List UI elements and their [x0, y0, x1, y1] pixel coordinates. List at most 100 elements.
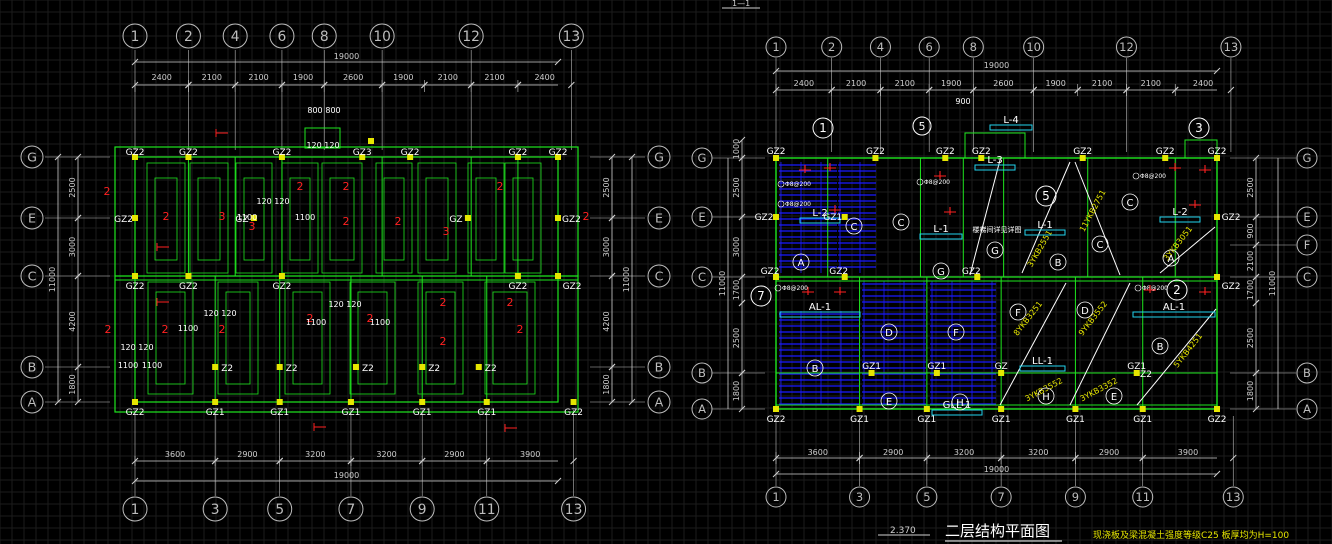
dim-bottom-4: 2900	[444, 450, 464, 459]
axis-bubble-left-G-label: G	[27, 150, 37, 165]
zone-circle-9	[947, 323, 965, 341]
dim-top-2: 2100	[895, 79, 915, 88]
column-E-mid2	[464, 215, 471, 221]
axis-bubble-left-E-circle	[20, 206, 44, 230]
axis-bubble-bottom-9-label: 9	[1072, 490, 1079, 504]
z2-label-2: Z2	[362, 364, 374, 374]
column-A	[419, 399, 426, 405]
col-label-A-4: GZ1	[413, 408, 432, 418]
dim-total-right: 11000	[1268, 271, 1277, 296]
axis-bubble-bottom-7-label: 7	[997, 490, 1004, 504]
dim-right-3: 1800	[602, 374, 611, 394]
room-frame-inner-top-7	[475, 177, 497, 261]
column-G	[1162, 155, 1169, 161]
dim-total-left: 11000	[48, 267, 57, 292]
zone-label-16: E	[1111, 392, 1117, 403]
axis-bubble-right-G-circle	[647, 145, 671, 169]
axis-bubble-left-A-label: A	[698, 402, 706, 416]
dim-total-top: 19000	[984, 61, 1009, 70]
axis-bubble-right-F-label: F	[1304, 238, 1311, 252]
col-label-A-4: GZ1	[1066, 415, 1085, 425]
col-label-A-5: GZ1	[477, 408, 496, 418]
dim-top-3: 1900	[293, 73, 313, 82]
axis-bubble-left-E-circle	[691, 206, 713, 228]
axis-bubble-bottom-9-circle	[1064, 486, 1086, 508]
axis-bubble-top-1-label: 1	[131, 29, 140, 45]
col-label-A-1: GZ1	[206, 408, 225, 418]
column-top	[132, 154, 138, 160]
dim-tick	[570, 457, 577, 465]
red-mark-17: 2	[440, 335, 447, 348]
column-C	[185, 273, 192, 279]
axis-bubble-bottom-1-circle	[122, 496, 148, 522]
column-A	[1072, 406, 1079, 412]
col-label-top-1: GZ2	[179, 148, 198, 158]
dim-bottom-0: 3600	[808, 448, 828, 457]
zone-label-10: F	[1015, 308, 1021, 319]
col-label-C-2: GZ2	[272, 282, 291, 292]
zone-label-4: G	[991, 246, 999, 257]
axis-bubble-top-8-label: 8	[970, 40, 977, 54]
axis-bubble-bottom-11-circle	[474, 496, 500, 522]
beam-label-L4: L-4	[1003, 115, 1018, 126]
col-label-E-1: GZ1	[823, 213, 842, 223]
col-label-B-0: GZ1	[862, 362, 881, 372]
axis-bubble-right-A-label: A	[1303, 402, 1311, 416]
column-E	[555, 215, 561, 221]
dim-top-7: 2100	[1141, 79, 1161, 88]
axis-bubble-top-1-label: 1	[772, 40, 779, 54]
column-G	[1079, 155, 1086, 161]
axis-bubble-bottom-5-label: 5	[275, 502, 284, 518]
beam-label-L1b: L-1	[1037, 220, 1052, 231]
room-frame-inner-top-1	[197, 177, 221, 261]
dim-total-bottom: 19000	[984, 465, 1009, 474]
red-mark-2: 3	[219, 210, 226, 223]
axis-bubble-right-E-circle	[1296, 206, 1318, 228]
column-G	[1214, 155, 1220, 161]
red-rebar-7	[834, 287, 846, 295]
col-label-top-2: GZ2	[272, 148, 291, 158]
dim-left-3: 1700	[732, 280, 741, 300]
axis-bubble-left-G-label: G	[698, 151, 707, 165]
dim-120-c: 120 120	[328, 300, 361, 309]
axis-bubble-top-8-label: 8	[320, 29, 329, 45]
room-frame-inner-top-6	[425, 177, 449, 261]
dim-tick	[1252, 299, 1260, 307]
zone-circle-8	[880, 323, 898, 341]
axis-bubble-bottom-7-label: 7	[347, 502, 356, 518]
zone-label-9: F	[953, 328, 959, 339]
dim-left-0: 2500	[68, 177, 77, 197]
dim-tick	[131, 58, 139, 66]
zone-circle-14	[880, 392, 898, 410]
axis-bubble-top-12-circle	[1115, 36, 1137, 58]
dim-tick	[628, 153, 636, 161]
axis-bubble-bottom-11-circle	[1132, 486, 1154, 508]
dim-left-0: 1000	[732, 139, 741, 159]
column-G	[978, 155, 985, 161]
axis-bubble-bottom-13-circle	[561, 496, 587, 522]
axis-bubble-right-E-circle	[647, 206, 671, 230]
beam-GLL1	[931, 409, 983, 416]
axis-bubble-right-G-circle	[1296, 147, 1318, 169]
axis-bubble-top-2-label: 2	[828, 40, 835, 54]
top-bump	[304, 127, 341, 149]
column-E	[773, 214, 779, 220]
red-mark-7: 2	[395, 215, 402, 228]
dim-tick	[608, 363, 616, 371]
axis-bubble-bottom-1-label: 1	[131, 502, 140, 518]
room-frame-inner-bottom-1	[225, 291, 251, 385]
col-label-C-3: GZ2	[1222, 282, 1241, 292]
axis-bubble-bottom-1-label: 1	[772, 490, 779, 504]
zone-circle-17	[951, 393, 969, 411]
dim-tick	[1252, 405, 1260, 413]
column-top	[278, 154, 285, 160]
dim-tick	[772, 470, 780, 478]
rebar-note-3: Φ8@200	[1140, 173, 1166, 180]
dim-top-0: 2400	[152, 73, 172, 82]
zone-label-7: A	[1168, 254, 1175, 265]
dim-right-0: 2500	[602, 177, 611, 197]
dim-tick	[1252, 369, 1260, 377]
column-A	[923, 406, 930, 412]
